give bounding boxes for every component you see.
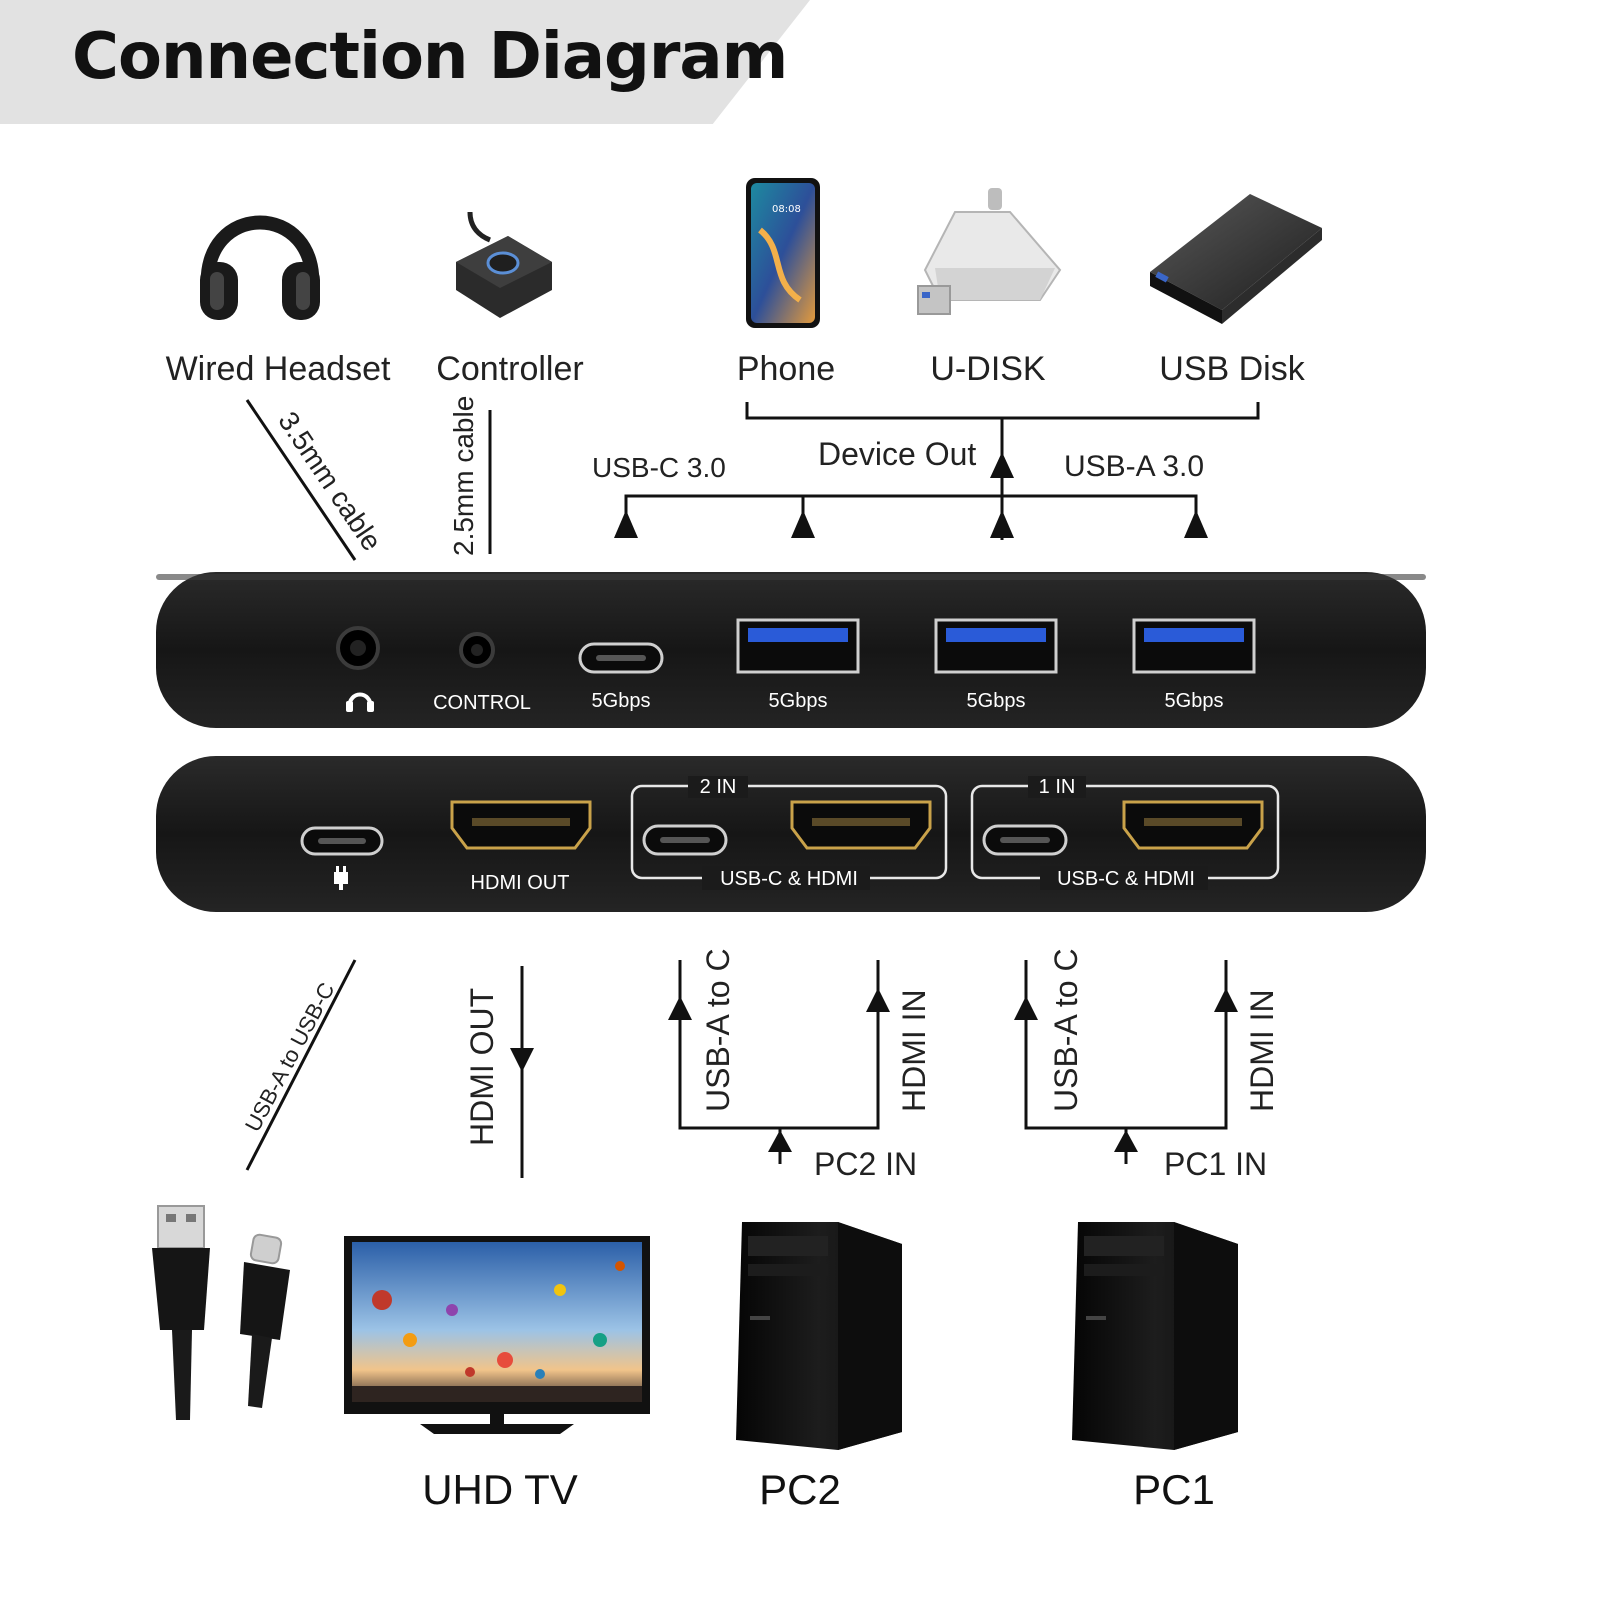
tv-icon xyxy=(344,1236,650,1434)
udisk-label: U-DISK xyxy=(930,350,1046,388)
device-panel-bottom xyxy=(156,756,1426,912)
usba1-speed-label: 5Gbps xyxy=(768,690,828,712)
usbc-label: USB-C 3.0 xyxy=(592,452,726,483)
controller-label: Controller xyxy=(436,350,584,388)
phone-label: Phone xyxy=(736,350,836,388)
usb-disk-label: USB Disk xyxy=(1159,350,1305,388)
usb-cable-icon xyxy=(152,1205,290,1420)
page-title: Connection Diagram xyxy=(72,20,788,94)
input1-combo-label: USB-C & HDMI xyxy=(1057,868,1195,890)
pc2-label: PC2 xyxy=(759,1466,841,1513)
top-arrows xyxy=(614,452,1208,538)
usba-label: USB-A 3.0 xyxy=(1064,450,1205,483)
controller-cable-label: 2.5mm cable xyxy=(448,395,479,556)
input2-label: 2 IN xyxy=(699,776,737,798)
hdmi-out-port-label: HDMI OUT xyxy=(470,872,570,894)
pc1-usb-cable-label: USB-A to C xyxy=(1048,948,1084,1112)
pc1-hdmi-cable-label: HDMI IN xyxy=(1244,989,1280,1112)
controller-icon xyxy=(456,211,552,318)
usba3-speed-label: 5Gbps xyxy=(1164,690,1224,712)
headset-icon xyxy=(200,215,320,320)
svg-text:08:08: 08:08 xyxy=(772,204,801,215)
control-port-label: CONTROL xyxy=(433,692,531,714)
device-panel-top xyxy=(156,572,1426,728)
headset-label: Wired Headset xyxy=(165,350,391,388)
usbc-speed-label: 5Gbps xyxy=(591,690,651,712)
pc2-hdmi-cable-label: HDMI IN xyxy=(896,989,932,1112)
bottom-arrows xyxy=(510,988,1238,1152)
pc2-in-label: PC2 IN xyxy=(814,1146,918,1182)
usba2-speed-label: 5Gbps xyxy=(966,690,1026,712)
tv-label: UHD TV xyxy=(422,1466,578,1513)
pc2-usb-cable-label: USB-A to C xyxy=(700,948,736,1112)
pc1-label: PC1 xyxy=(1133,1466,1215,1513)
pc1-icon xyxy=(1072,1222,1238,1450)
input1-label: 1 IN xyxy=(1038,776,1076,798)
pc1-in-label: PC1 IN xyxy=(1164,1146,1268,1182)
title-band xyxy=(0,0,810,124)
pc2-icon xyxy=(736,1222,902,1450)
device-out-label: Device Out xyxy=(818,436,977,472)
phone-icon: 08:08 xyxy=(746,178,820,328)
hdmi-out-cable-label: HDMI OUT xyxy=(464,987,500,1146)
udisk-icon xyxy=(917,188,1062,315)
usb-disk-icon xyxy=(1150,194,1322,324)
input2-combo-label: USB-C & HDMI xyxy=(720,868,858,890)
bottom-cables xyxy=(245,959,1228,1178)
